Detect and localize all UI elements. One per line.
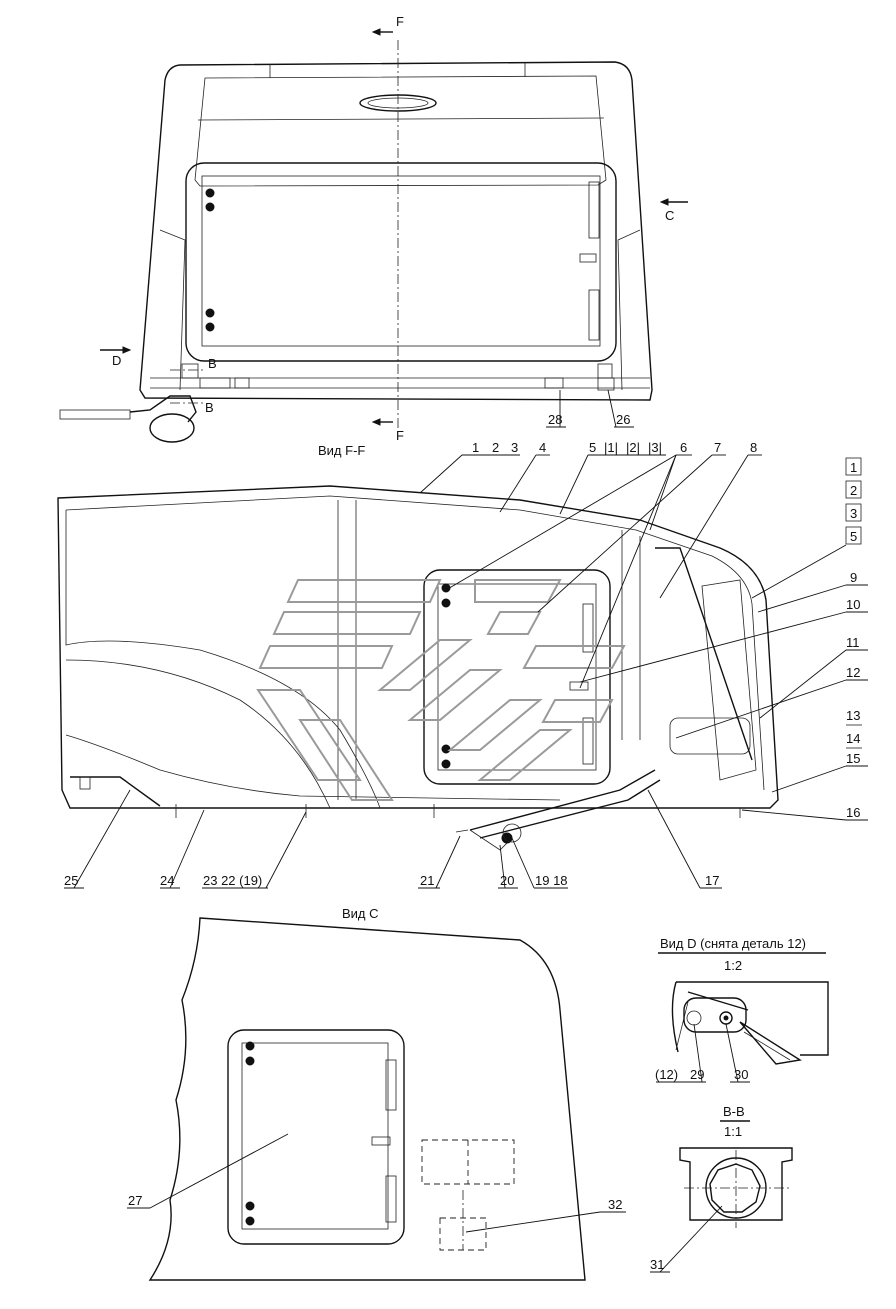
- callout-12: 12: [846, 665, 860, 680]
- section-ff: [57, 485, 779, 851]
- callout-5-sub-2: |2|: [626, 440, 640, 455]
- marker-c: C: [665, 208, 674, 223]
- callout-30: 30: [734, 1067, 748, 1082]
- view-d-title: Вид D (снята деталь 12): [660, 936, 806, 951]
- callout-29: 29: [690, 1067, 704, 1082]
- callout-26: 26: [616, 412, 630, 427]
- box-label-2: 2: [850, 483, 857, 498]
- callout-6: 6: [680, 440, 687, 455]
- view-d: (12) 29 30: [655, 981, 829, 1083]
- callout-19-18: 19 18: [535, 873, 568, 888]
- view-c-title: Вид C: [342, 906, 379, 921]
- callout-13: 13: [846, 708, 860, 723]
- callout-24: 24: [160, 873, 174, 888]
- callout-14: 14: [846, 731, 860, 746]
- callout-8: 8: [750, 440, 757, 455]
- callout-31: 31: [650, 1257, 664, 1272]
- marker-b-lower: B: [205, 400, 214, 415]
- marker-d: D: [112, 353, 121, 368]
- box-label-1: 1: [850, 460, 857, 475]
- callout-3: 3: [511, 440, 518, 455]
- callout-16: 16: [846, 805, 860, 820]
- callout-2: 2: [492, 440, 499, 455]
- section-markers: F F C D B B 28 26: [100, 14, 688, 443]
- callout-5-sub-3: |3|: [648, 440, 662, 455]
- callout-15: 15: [846, 751, 860, 766]
- box-label-3: 3: [850, 506, 857, 521]
- callout-17: 17: [705, 873, 719, 888]
- callout-12-ref: (12): [655, 1067, 678, 1082]
- section-bb-scale: 1:1: [724, 1124, 742, 1139]
- marker-f-bottom: F: [396, 428, 404, 443]
- view-c: 27 32: [127, 917, 626, 1281]
- box-label-5: 5: [850, 529, 857, 544]
- top-view: [59, 40, 653, 443]
- callout-21: 21: [420, 873, 434, 888]
- callout-1: 1: [472, 440, 479, 455]
- callout-10: 10: [846, 597, 860, 612]
- callout-25: 25: [64, 873, 78, 888]
- callout-27: 27: [128, 1193, 142, 1208]
- callout-20: 20: [500, 873, 514, 888]
- callout-9: 9: [850, 570, 857, 585]
- callout-23-22-19: 23 22 (19): [203, 873, 262, 888]
- marker-f-top: F: [396, 14, 404, 29]
- callout-4: 4: [539, 440, 546, 455]
- callout-5-sub-1: |1|: [604, 440, 618, 455]
- callout-28: 28: [548, 412, 562, 427]
- watermark-logo: [256, 579, 626, 801]
- callout-11: 11: [846, 635, 860, 650]
- section-bb: 31: [650, 1147, 793, 1273]
- callout-5: 5: [589, 440, 596, 455]
- section-bb-title: B-B: [723, 1104, 745, 1119]
- callout-32: 32: [608, 1197, 622, 1212]
- view-d-scale: 1:2: [724, 958, 742, 973]
- marker-b-upper: B: [208, 356, 217, 371]
- section-ff-title: Вид F-F: [318, 443, 365, 458]
- callout-7: 7: [714, 440, 721, 455]
- section-ff-callouts: 1 2 3 4 5 |1| |2| |3| 6 7 8 1 2 3 5 9: [64, 440, 868, 889]
